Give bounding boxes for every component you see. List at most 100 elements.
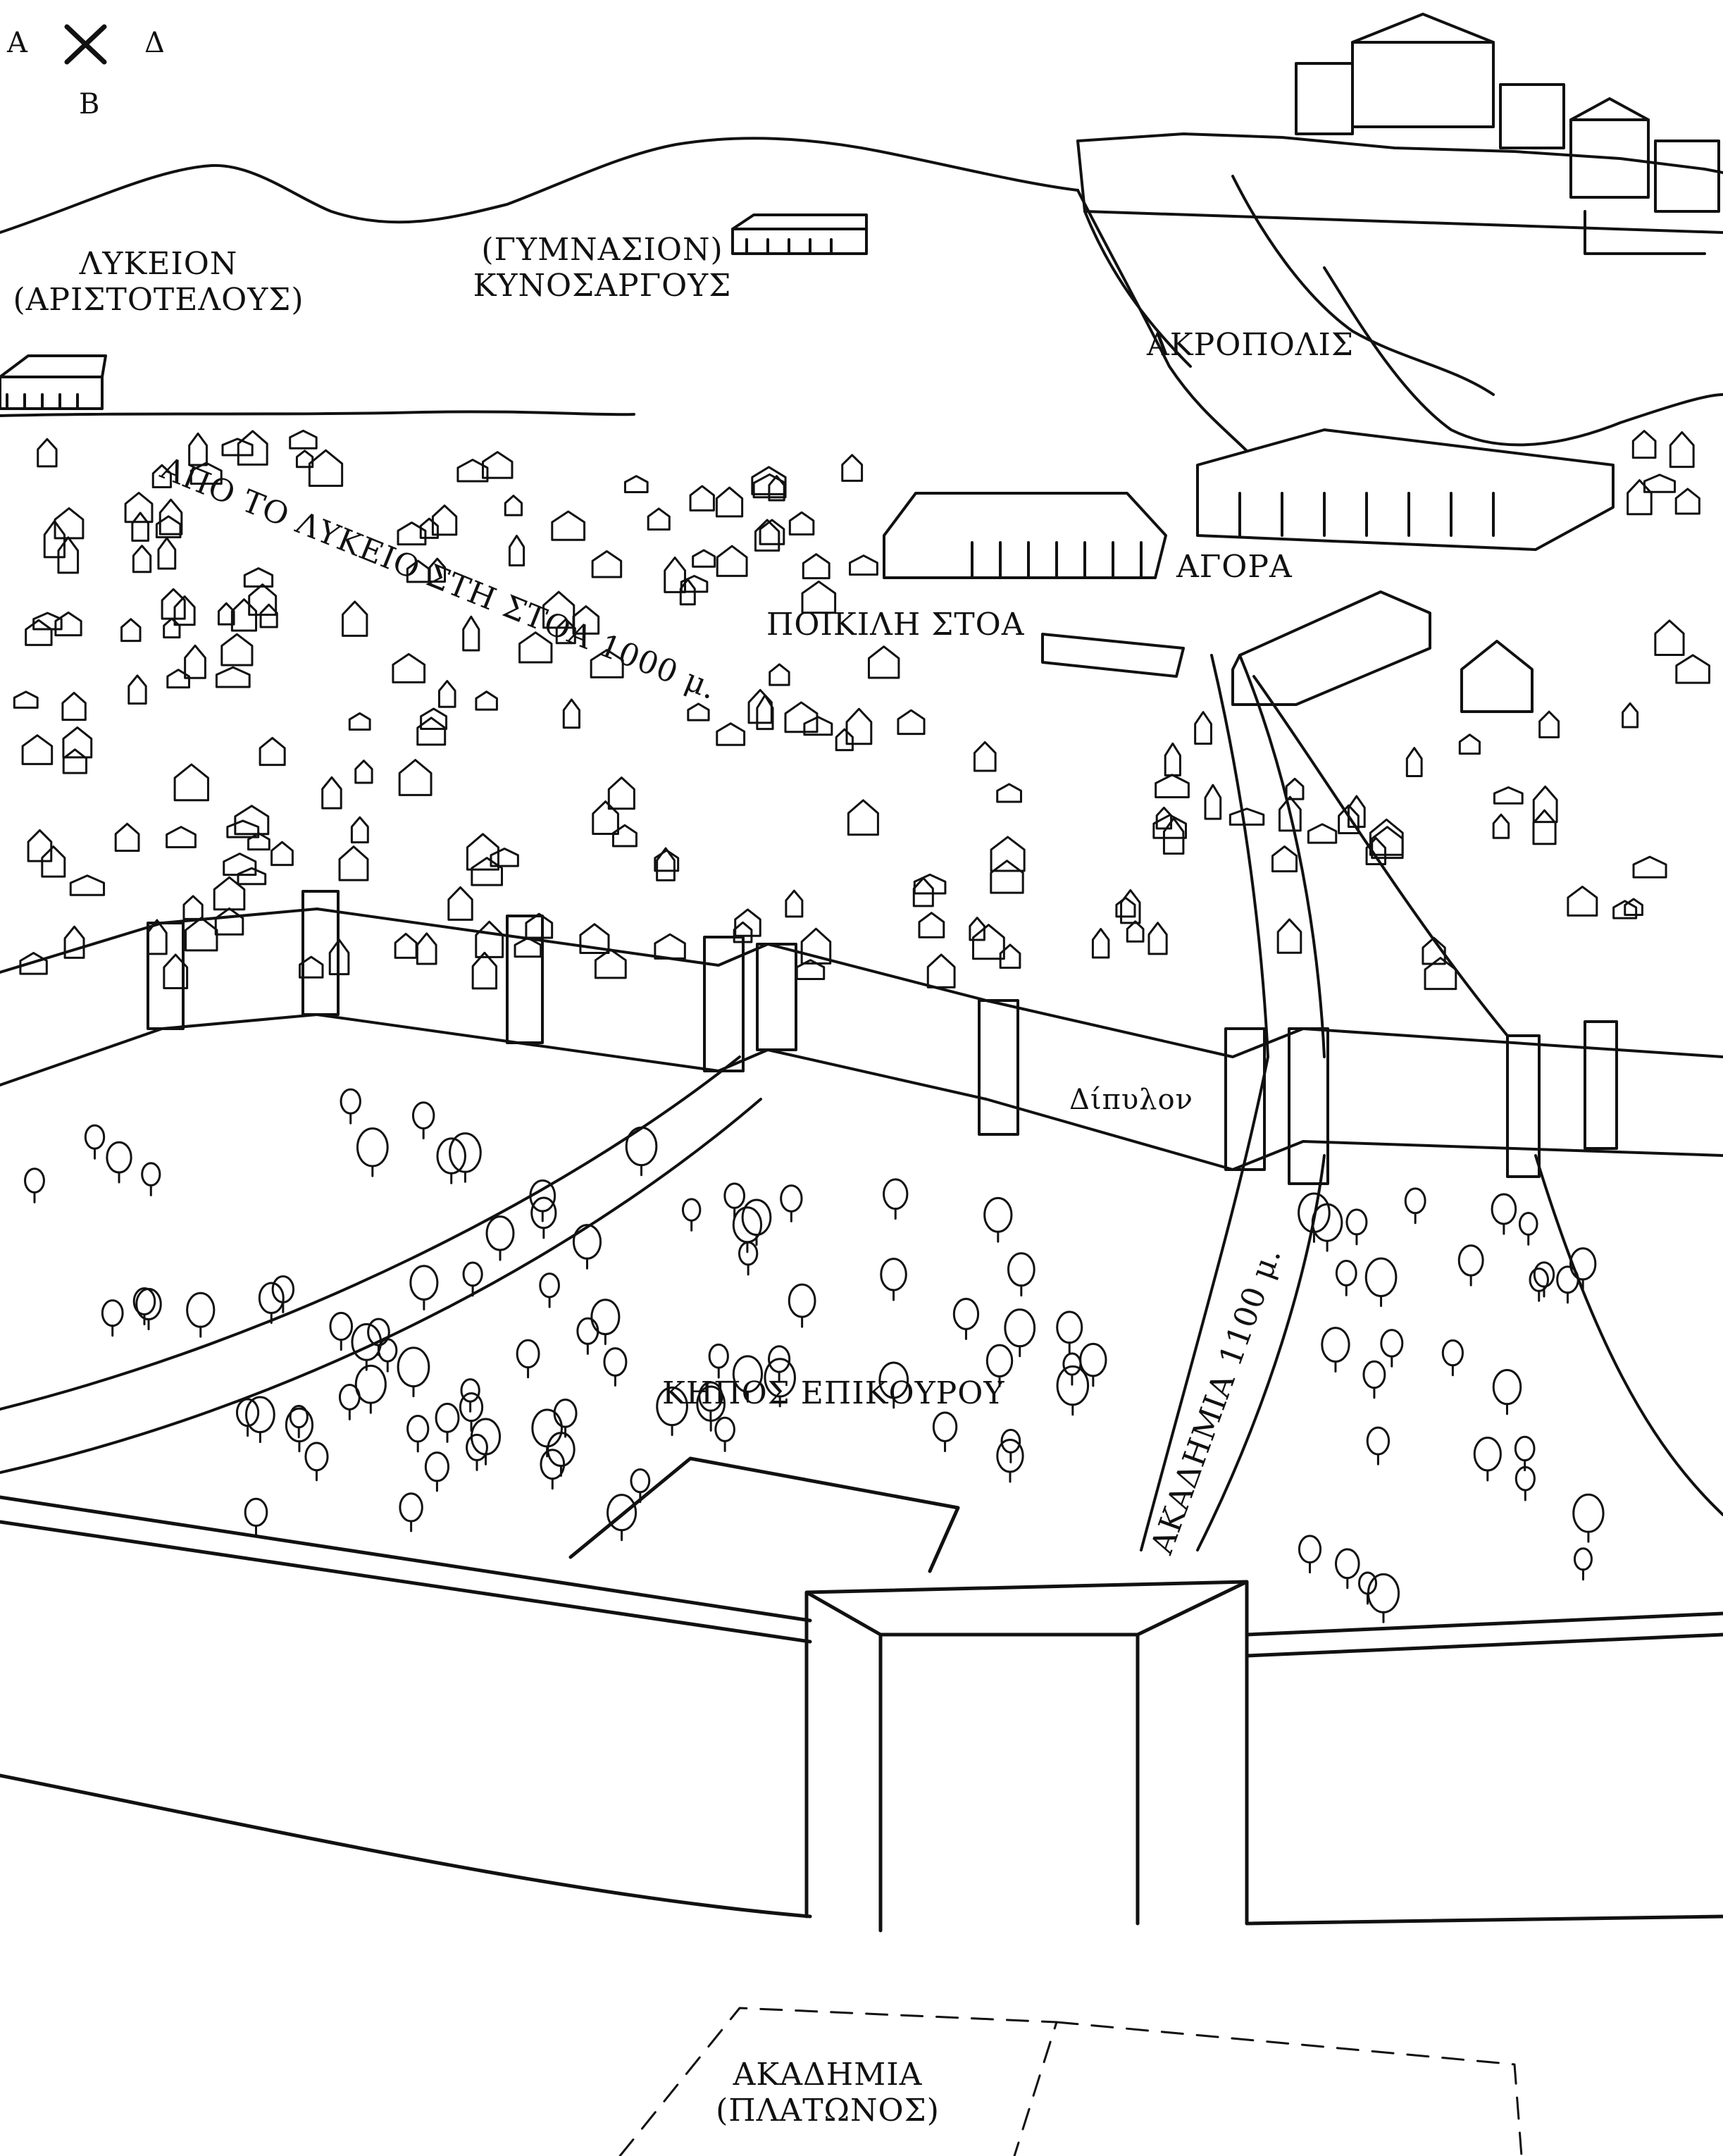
house-mark: [27, 829, 53, 862]
house-mark: [1532, 785, 1558, 824]
tree-mark: [435, 1402, 460, 1433]
tree-mark: [106, 1141, 132, 1174]
gymnasion-label-line1: (ΓΥΜΝΑΣΙΟΝ): [481, 232, 723, 268]
akropolis-label: ΑΚΡΟΠΟΛΙΣ: [1147, 327, 1355, 363]
tree-mark: [788, 1283, 816, 1318]
house-mark: [1276, 918, 1302, 954]
trees: [24, 1088, 1605, 1623]
house-mark: [482, 451, 514, 479]
acropolis-drawing: [1076, 13, 1723, 396]
city-houses: [13, 429, 1710, 991]
house-mark: [398, 759, 433, 796]
house-mark: [918, 912, 945, 938]
tree-mark: [630, 1468, 651, 1494]
outer-wall: [0, 1495, 1723, 1926]
house-mark: [525, 912, 554, 939]
house-mark: [342, 600, 368, 637]
academy-outline: [618, 2007, 1523, 2156]
roads: [0, 654, 1723, 1551]
tree-mark: [1367, 1573, 1400, 1613]
house-mark: [752, 473, 787, 499]
tree-mark: [1362, 1360, 1386, 1389]
gymnasion-label-line2: ΚΥΝΟΣΑΡΓΟΥΣ: [473, 267, 732, 304]
house-mark: [1365, 836, 1387, 866]
akadimia-label-line1: ΑΚΑΔΗΜΙΑ: [733, 2057, 923, 2093]
house-mark: [475, 920, 504, 958]
house-mark: [43, 520, 66, 559]
house-mark: [579, 923, 610, 955]
lykeion-building: [0, 354, 107, 410]
tree-mark: [409, 1265, 439, 1301]
house-mark: [184, 644, 206, 679]
tree-mark: [84, 1124, 106, 1150]
house-mark: [392, 652, 426, 683]
tree-mark: [1556, 1265, 1579, 1294]
akadimia-label: ΑΚΑΔΗΜΙΑ (ΠΛΑΤΩΝΟΣ): [716, 2057, 940, 2129]
tree-mark: [356, 1127, 389, 1167]
house-mark: [157, 537, 177, 570]
tree-mark: [531, 1408, 563, 1448]
house-mark: [114, 822, 140, 853]
tree-mark: [470, 1418, 502, 1456]
house-mark: [969, 917, 985, 941]
house-mark: [926, 953, 956, 989]
tree-mark: [714, 1416, 735, 1442]
tree-mark: [1364, 1257, 1398, 1297]
tree-mark: [424, 1451, 450, 1482]
tree-mark: [1298, 1535, 1322, 1564]
house-mark: [1405, 747, 1423, 778]
akadimia-label-line2: (ΠΛΑΤΩΝΟΣ): [716, 2092, 940, 2129]
gymnasion-label: (ΓΥΜΝΑΣΙΟΝ) ΚΥΝΟΣΑΡΓΟΥΣ: [473, 232, 732, 304]
house-mark: [490, 848, 519, 867]
house-mark: [756, 694, 774, 731]
house-mark: [1624, 898, 1643, 917]
dipylon-label: Δίπυλον: [1069, 1084, 1193, 1116]
house-mark: [1307, 823, 1338, 844]
house-mark: [13, 690, 39, 709]
mountains: [0, 137, 1723, 452]
house-mark: [845, 707, 873, 745]
house-mark: [406, 559, 430, 583]
tree-mark: [1007, 1252, 1035, 1287]
house-mark: [57, 536, 80, 574]
tree-mark: [485, 1215, 515, 1251]
house-mark: [572, 605, 600, 635]
tree-mark: [708, 1343, 729, 1369]
kepos-epikourou-label: ΚΗΠΟΣ ΕΠΙΚΟΥΡΟΥ: [662, 1375, 1005, 1411]
house-mark: [754, 519, 780, 552]
house-mark: [338, 845, 369, 881]
tree-mark: [723, 1182, 746, 1209]
house-mark: [259, 603, 278, 628]
house-mark: [1669, 430, 1695, 469]
poikile-stoa-label: ΠΟΙΚΙΛΗ ΣΤΟΑ: [766, 607, 1025, 643]
house-mark: [747, 688, 773, 724]
house-mark: [37, 438, 58, 468]
tree-mark: [985, 1344, 1014, 1377]
house-mark: [437, 680, 456, 708]
house-mark: [1612, 900, 1638, 919]
tree-mark: [1366, 1426, 1391, 1456]
house-mark: [394, 932, 418, 959]
house-mark: [237, 867, 267, 886]
house-mark: [289, 429, 318, 450]
tree-mark: [24, 1167, 45, 1194]
house-mark: [716, 545, 748, 577]
house-mark: [61, 691, 87, 721]
house-mark: [185, 917, 218, 952]
house-mark: [221, 438, 254, 457]
tree-mark: [101, 1299, 124, 1327]
house-mark: [867, 645, 900, 679]
tree-mark: [1321, 1327, 1350, 1363]
house-mark: [1567, 886, 1598, 917]
house-mark: [1271, 845, 1298, 873]
house-mark: [213, 876, 246, 911]
house-mark: [124, 492, 154, 523]
tree-mark: [411, 1101, 435, 1130]
house-mark: [897, 709, 926, 736]
tree-mark: [1404, 1187, 1426, 1215]
house-mark: [1493, 786, 1524, 805]
gymnasion-building: [731, 213, 868, 255]
tree-mark: [1473, 1437, 1502, 1472]
house-mark: [835, 728, 854, 752]
house-mark: [654, 933, 686, 960]
